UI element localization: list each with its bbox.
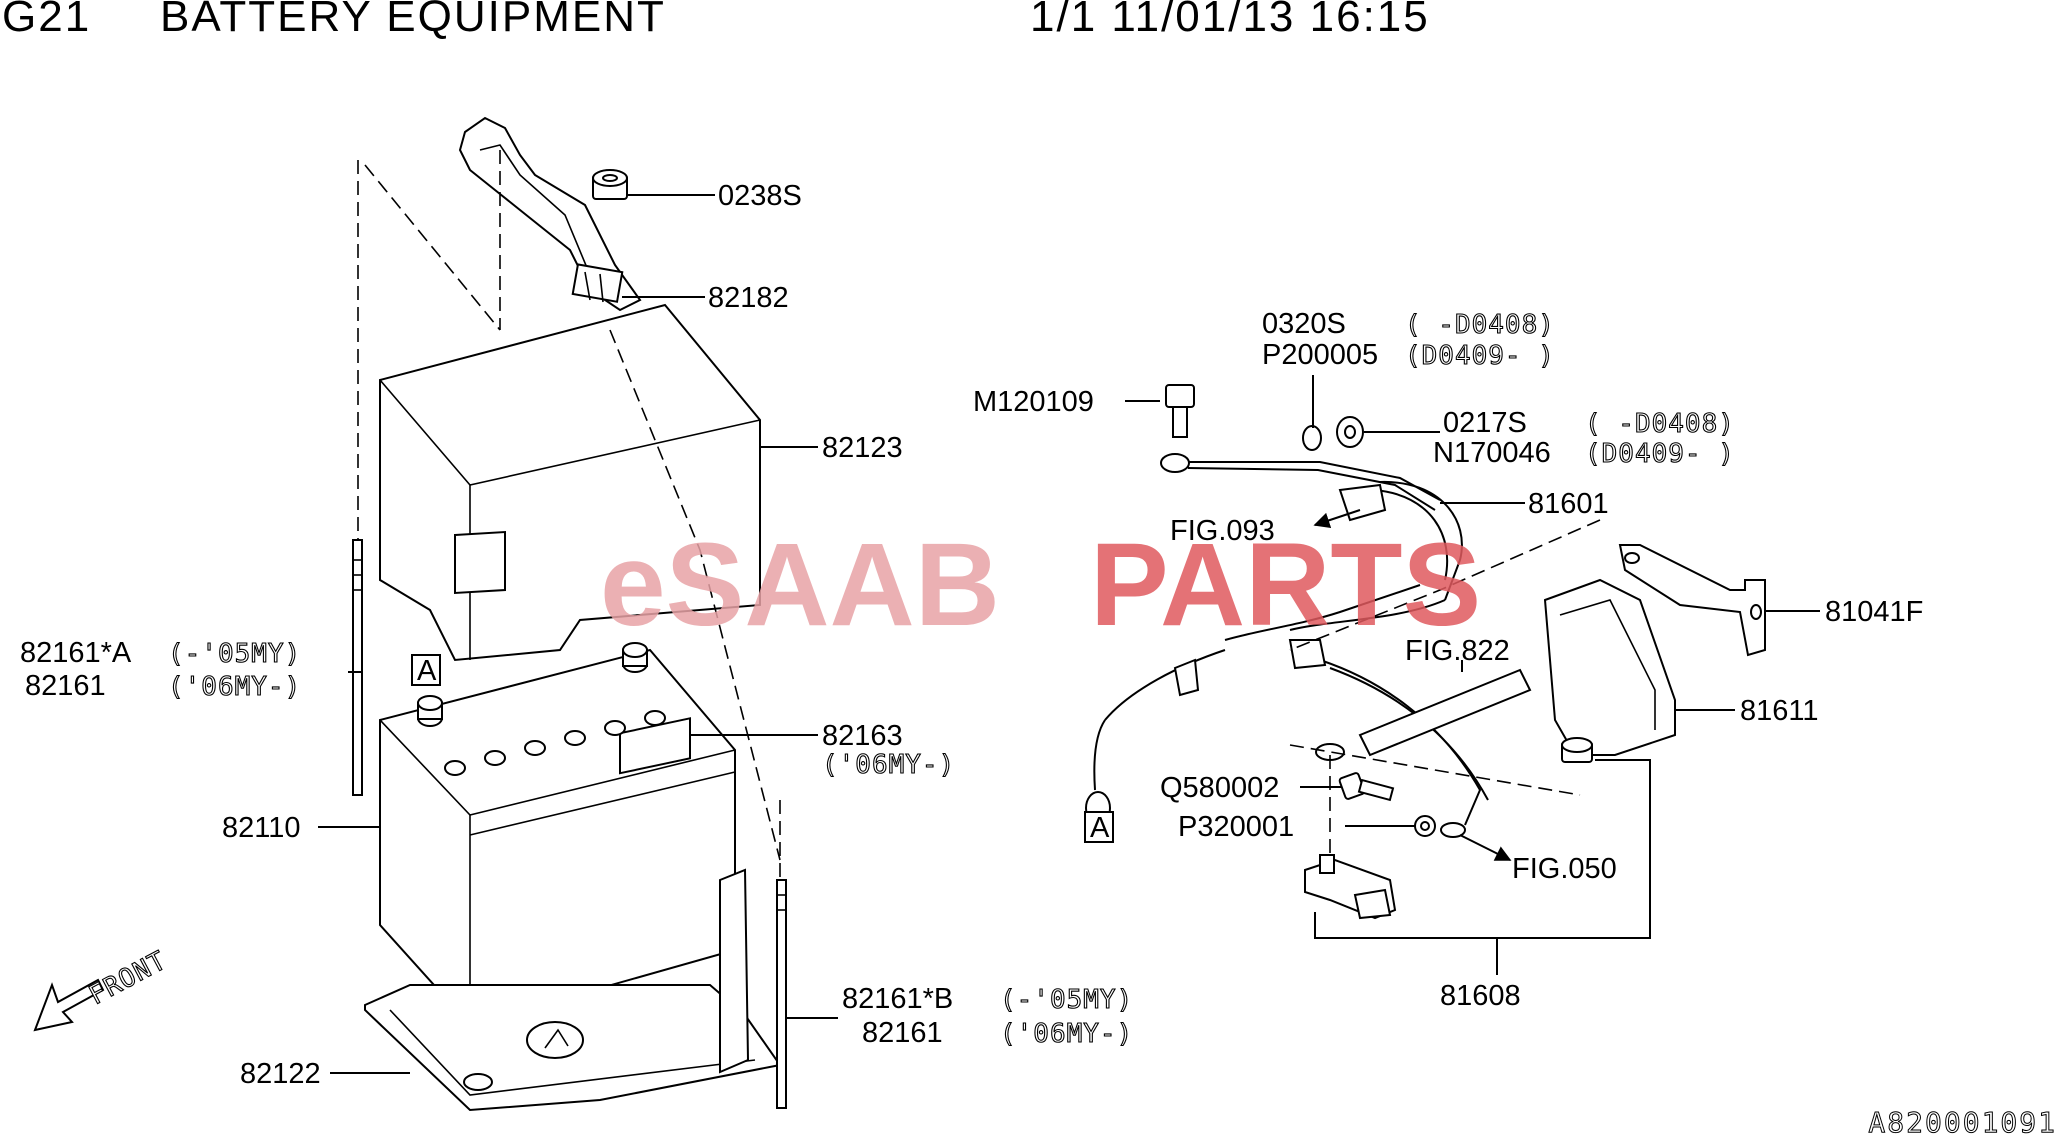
label-0238s: 0238S: [718, 180, 802, 212]
callout-a-bottom-label: A: [1090, 812, 1110, 844]
label-82110: 82110: [222, 812, 301, 844]
label-81611: 81611: [1740, 695, 1819, 727]
label-81601: 81601: [1528, 488, 1609, 520]
bolt-m120109: [1165, 384, 1195, 438]
label-82163: 82163: [822, 720, 903, 752]
label-q580002: Q580002: [1160, 772, 1279, 804]
svg-text:PARTS: PARTS: [1090, 519, 1481, 651]
callout-a-label: A: [417, 655, 437, 687]
label-82161b: 82161*B: [842, 983, 953, 1015]
note-0217s: ( -D0408): [1585, 409, 1735, 439]
page-header: G21 BATTERY EQUIPMENT 1/1 11/01/13 16:15: [0, 0, 2065, 50]
label-p200005: P200005: [1262, 339, 1378, 371]
terminal-cover: [1543, 578, 1676, 756]
note-82161a: (-'05MY): [168, 639, 301, 669]
washer-0320s: [1302, 425, 1322, 451]
battery-tray: [364, 868, 782, 1112]
battery-cover: [379, 303, 761, 662]
note-82161-bottom: ('06MY-): [1000, 1019, 1133, 1049]
nut-0217s: [1336, 416, 1364, 448]
terminal-clamp: [1304, 854, 1397, 920]
drawing-number: A820001091: [1868, 1106, 2057, 1140]
note-82161b: (-'05MY): [1000, 985, 1133, 1015]
watermark-logo: eSAAB PARTS: [600, 519, 1481, 651]
label-81608: 81608: [1440, 980, 1521, 1012]
label-0217s: 0217S: [1443, 407, 1527, 439]
callout-box-a-bottom: [1084, 811, 1114, 843]
cable-fig822: [1358, 668, 1532, 757]
note-0320s: ( -D0408): [1405, 310, 1555, 340]
front-label: FRONT: [84, 946, 172, 1012]
label-0320s: 0320S: [1262, 308, 1346, 340]
label-p320001: P320001: [1178, 811, 1294, 843]
note-82163: ('06MY-): [822, 750, 955, 780]
star-washer-p320001: [1414, 815, 1436, 837]
label-fig822: FIG.822: [1405, 635, 1510, 667]
label-81041f: 81041F: [1825, 596, 1923, 628]
label-82182: 82182: [708, 282, 789, 314]
page-date: 1/1 11/01/13 16:15: [1030, 0, 1430, 41]
hold-down-bracket: [458, 116, 642, 312]
label-n170046: N170046: [1433, 437, 1551, 469]
svg-text:eSAAB: eSAAB: [600, 519, 1000, 651]
callout-box-a: [411, 654, 441, 686]
label-fig050: FIG.050: [1512, 853, 1617, 885]
bracket-81041f: [1618, 544, 1766, 657]
note-82161-left: ('06MY-): [168, 672, 301, 702]
label-82161-bottom: 82161: [862, 1017, 943, 1049]
label-82161a: 82161*A: [20, 637, 132, 669]
bolt-q580002: [1338, 772, 1395, 802]
note-p200005: (D0409- ): [1405, 341, 1555, 371]
label-fig093: FIG.093: [1170, 515, 1275, 547]
label-82122: 82122: [240, 1058, 321, 1090]
label-82161-left: 82161: [25, 670, 106, 702]
section-code: G21: [2, 0, 92, 41]
nut-0238s: [592, 169, 628, 200]
battery-terminals: [417, 642, 666, 776]
label-82123: 82123: [822, 432, 903, 464]
label-m120109: M120109: [973, 386, 1094, 418]
front-arrow-icon: FRONT: [33, 945, 172, 1032]
battery: [379, 642, 736, 1027]
note-n170046: (D0409- ): [1585, 439, 1735, 469]
terminal-nut: [1561, 737, 1593, 763]
page-title: BATTERY EQUIPMENT: [160, 0, 666, 41]
